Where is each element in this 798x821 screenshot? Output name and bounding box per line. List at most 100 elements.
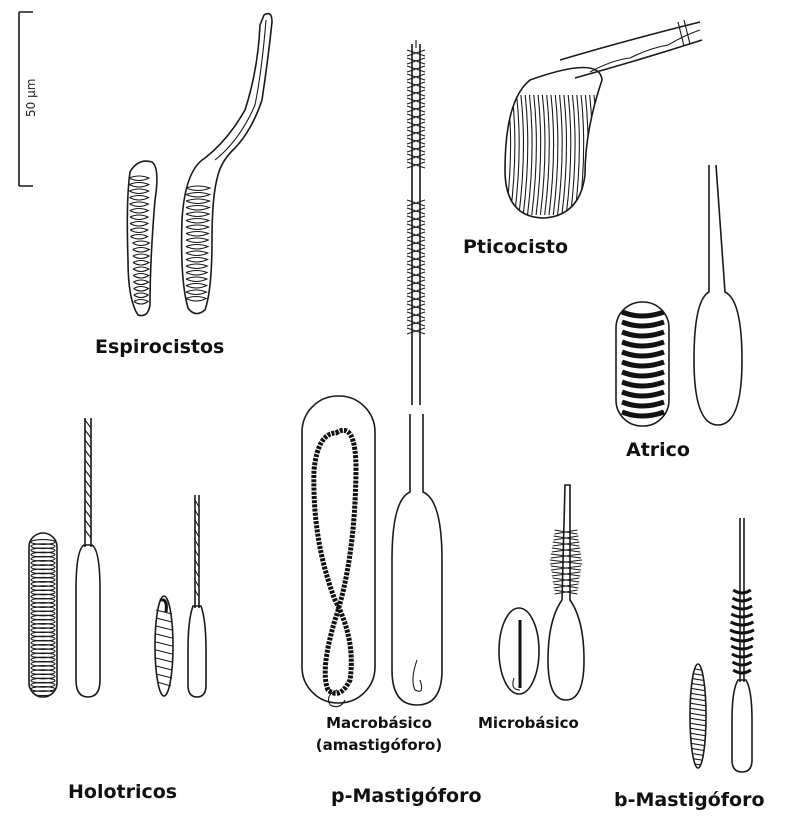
coil (186, 258, 208, 263)
barb (407, 320, 425, 326)
barb (407, 304, 425, 310)
macrobasico-discharged (392, 40, 442, 705)
barb (552, 572, 580, 576)
barb (407, 312, 425, 318)
barb (555, 530, 578, 534)
barb (407, 98, 425, 104)
coil (689, 763, 707, 766)
microbasico-capsule (499, 608, 539, 694)
macrobasico-capsule (302, 396, 375, 707)
barb (733, 590, 751, 593)
barb (407, 58, 425, 64)
barb (407, 224, 425, 230)
label-atrico: Atrico (626, 439, 690, 461)
barb (407, 296, 425, 302)
coil (186, 212, 209, 217)
barb (407, 272, 425, 278)
coil (186, 193, 210, 198)
coil (129, 189, 148, 194)
espirocisto-discharged (182, 14, 272, 314)
barb (552, 548, 580, 552)
coil (130, 202, 149, 207)
barb (407, 74, 425, 80)
barb (407, 154, 425, 160)
pticocisto (505, 20, 702, 218)
barb (407, 200, 425, 206)
coil (186, 297, 206, 302)
coil (130, 235, 147, 240)
barb (407, 50, 425, 56)
coil (134, 287, 149, 292)
coil (689, 703, 707, 706)
coil (622, 332, 664, 336)
coil (186, 290, 206, 295)
barb (407, 114, 425, 120)
coil (186, 232, 208, 237)
coil (133, 267, 149, 272)
label-macrobasico-line1: Macrobásico (304, 712, 454, 734)
barb (407, 232, 425, 238)
coil (186, 277, 207, 282)
label-b-mastigoforo: b-Mastigóforo (614, 789, 765, 811)
barb (730, 630, 754, 633)
coil (689, 758, 707, 761)
coil (130, 209, 148, 214)
coil (622, 322, 664, 326)
coil (134, 293, 148, 298)
barb (407, 216, 425, 222)
coil (129, 196, 148, 201)
coil (130, 222, 148, 227)
coil (689, 718, 707, 721)
barb (407, 66, 425, 72)
scale-bar-label: 50 µm (24, 79, 38, 117)
fiber (596, 95, 601, 215)
coil (133, 241, 150, 246)
coil (130, 215, 148, 220)
coil (186, 199, 210, 204)
coil (133, 274, 148, 279)
barb (550, 560, 582, 564)
coil (689, 698, 707, 701)
barb (731, 622, 754, 625)
coil (689, 693, 707, 696)
coil (622, 412, 664, 416)
coil (133, 248, 150, 253)
barb (551, 554, 581, 558)
barb (407, 288, 425, 294)
coil (186, 206, 209, 211)
coil (186, 186, 210, 191)
coil (622, 312, 664, 316)
coil (186, 264, 207, 269)
coil (186, 225, 209, 230)
coil (689, 733, 707, 736)
coil (134, 300, 148, 305)
barb (407, 280, 425, 286)
coil (689, 668, 707, 671)
coil (689, 728, 707, 731)
barb (553, 542, 580, 546)
atrico-discharged (694, 165, 742, 425)
label-macrobasico-line2: (amastigóforo) (304, 734, 454, 756)
coil (133, 280, 148, 285)
barb (407, 106, 425, 112)
barb (555, 590, 578, 594)
barb (554, 584, 579, 588)
barb (407, 90, 425, 96)
coil (622, 342, 664, 346)
barb (407, 240, 425, 246)
b-mastigoforo-capsule (689, 664, 707, 768)
label-espirocistos: Espirocistos (95, 336, 224, 358)
barb (733, 598, 752, 601)
barb (407, 256, 425, 262)
coil (622, 372, 664, 376)
barb (551, 566, 581, 570)
coil (130, 228, 148, 233)
coil (186, 219, 209, 224)
coil (186, 238, 208, 243)
coil (622, 392, 664, 396)
b-mastigoforo-discharged (730, 518, 754, 772)
barb (407, 122, 425, 128)
coil (689, 713, 707, 716)
